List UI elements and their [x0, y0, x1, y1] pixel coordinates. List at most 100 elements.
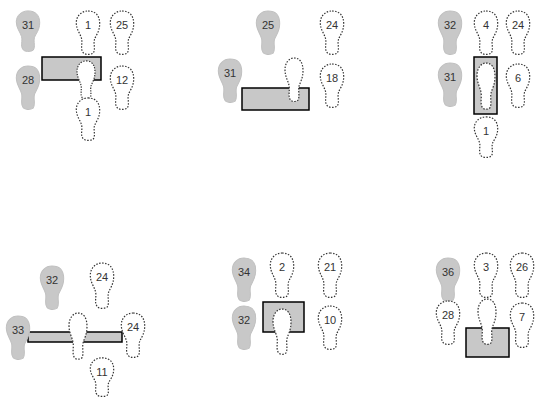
dotted-footprint: 7 — [509, 302, 535, 348]
dotted-footprint: 12 — [109, 65, 135, 110]
footprint-outline — [217, 58, 243, 103]
step-number: 12 — [109, 74, 135, 86]
step-number: 6 — [505, 72, 531, 84]
grey-footprint: 32 — [231, 305, 257, 350]
grey-footprint: 32 — [39, 265, 65, 310]
footprint-outline — [437, 62, 463, 107]
dotted-footprint: 2 — [269, 252, 295, 298]
dotted-footprint: 24 — [319, 10, 345, 55]
grey-footprint: 25 — [255, 10, 281, 55]
footprint-outline — [5, 315, 31, 360]
step-number: 11 — [89, 366, 115, 378]
dotted-footprint — [77, 61, 95, 100]
footprint-outline — [505, 10, 531, 55]
step-number: 28 — [435, 309, 461, 321]
footprint-outline — [39, 265, 65, 310]
footprint-outline — [231, 305, 257, 350]
step-number: 34 — [231, 266, 257, 278]
footprint-outline — [317, 252, 343, 298]
dotted-footprint: 24 — [89, 262, 115, 309]
footprint-outline — [473, 116, 499, 158]
footprint-outline — [509, 302, 535, 348]
step-number: 1 — [75, 106, 101, 118]
step-number: 24 — [120, 321, 146, 333]
step-number: 25 — [255, 19, 281, 31]
footprint-outline — [437, 10, 463, 55]
step-number: 28 — [15, 74, 41, 86]
dotted-footprint: 24 — [505, 10, 531, 55]
footprint-outline — [505, 63, 531, 108]
footprint-outline — [75, 10, 101, 55]
footprint-outline — [435, 300, 461, 345]
step-number: 10 — [317, 314, 343, 326]
step-number: 24 — [89, 271, 115, 283]
dotted-footprint — [285, 58, 303, 102]
footprint-outline — [473, 10, 499, 55]
obstacle-block — [474, 57, 497, 114]
step-number: 24 — [505, 19, 531, 31]
footprint-outline — [435, 257, 461, 302]
step-number: 32 — [39, 274, 65, 286]
dotted-footprint: 1 — [75, 97, 101, 141]
footprint-outline — [319, 10, 345, 55]
footprint-outline — [473, 252, 499, 298]
grey-footprint: 36 — [435, 257, 461, 302]
footprint-outline — [15, 10, 41, 52]
step-number: 24 — [319, 19, 345, 31]
dotted-footprint: 4 — [473, 10, 499, 55]
step-number: 32 — [437, 19, 463, 31]
step-number: 36 — [435, 266, 461, 278]
grey-footprint: 28 — [15, 65, 41, 110]
step-number: 31 — [437, 71, 463, 83]
dotted-footprint — [273, 309, 291, 354]
grey-footprint: 31 — [437, 62, 463, 107]
footprint-outline — [75, 97, 101, 141]
step-number: 18 — [319, 72, 345, 84]
footprint-outline — [231, 257, 257, 302]
dotted-footprint: 10 — [317, 305, 343, 350]
footprint-outline — [269, 252, 295, 298]
step-number: 2 — [269, 261, 295, 273]
dotted-footprint: 21 — [317, 252, 343, 298]
step-number: 26 — [509, 261, 535, 273]
footprint-outline — [109, 65, 135, 110]
footprint-outline — [120, 312, 146, 358]
grey-footprint: 33 — [5, 315, 31, 360]
dotted-footprint: 28 — [435, 300, 461, 345]
dotted-footprint — [69, 313, 87, 359]
dotted-footprint: 6 — [505, 63, 531, 108]
step-number: 1 — [473, 125, 499, 137]
step-number: 33 — [5, 324, 31, 336]
step-number: 1 — [75, 19, 101, 31]
dotted-footprint: 3 — [473, 252, 499, 298]
dotted-footprint: 11 — [89, 357, 115, 397]
step-number: 31 — [15, 19, 41, 31]
grey-footprint: 34 — [231, 257, 257, 302]
grey-footprint: 32 — [437, 10, 463, 55]
step-number: 21 — [317, 261, 343, 273]
step-number: 3 — [473, 261, 499, 273]
footprint-outline — [15, 65, 41, 110]
footprint-outline — [255, 10, 281, 55]
step-number: 31 — [217, 67, 243, 79]
step-number: 7 — [509, 311, 535, 323]
dotted-footprint: 24 — [120, 312, 146, 358]
step-number: 4 — [473, 19, 499, 31]
dotted-footprint: 1 — [75, 10, 101, 55]
dotted-footprint: 26 — [509, 252, 535, 298]
step-number: 32 — [231, 314, 257, 326]
dotted-footprint — [478, 299, 496, 344]
dotted-footprint: 18 — [319, 63, 345, 108]
footprint-outline — [317, 305, 343, 350]
dotted-footprint: 25 — [109, 10, 135, 55]
footprint-outline — [509, 252, 535, 298]
footprint-outline — [319, 63, 345, 108]
dotted-footprint — [477, 63, 495, 109]
step-number: 25 — [109, 19, 135, 31]
grey-footprint: 31 — [15, 10, 41, 52]
grey-footprint: 31 — [217, 58, 243, 103]
footprint-outline — [109, 10, 135, 55]
dotted-footprint: 1 — [473, 116, 499, 158]
